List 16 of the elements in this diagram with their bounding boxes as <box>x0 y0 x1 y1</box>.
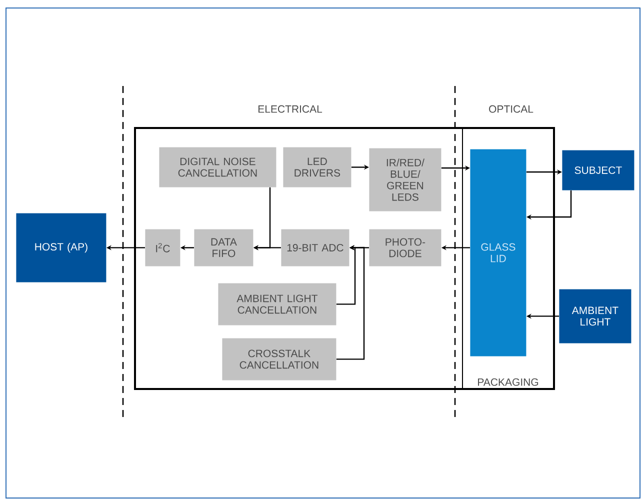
block-box: DATA FIFO <box>194 229 254 266</box>
chip-outline <box>134 127 555 390</box>
block-box: AMBIENT LIGHT CANCELLATION <box>218 283 336 326</box>
block-box: I$^{2}$C <box>145 229 180 266</box>
block-box: LED DRIVERS <box>283 147 352 188</box>
block-box: 19-BIT ADC <box>281 229 350 266</box>
external-box: HOST (AP) <box>16 213 106 282</box>
block-box: IR/RED/BLUE/GREEN LEDS <box>369 148 442 212</box>
section-label: ELECTRICAL <box>258 105 322 113</box>
external-box: AMBIENT LIGHT <box>559 289 632 344</box>
section-label: OPTICAL <box>489 105 534 113</box>
glass-lid-box: GLASS LID <box>470 149 526 356</box>
block-box: PHOTO-DIODE <box>369 229 442 266</box>
block-box: CROSSTALK CANCELLATION <box>222 338 336 380</box>
block-box: DIGITAL NOISE CANCELLATION <box>159 147 276 188</box>
external-box: SUBJECT <box>562 150 634 190</box>
